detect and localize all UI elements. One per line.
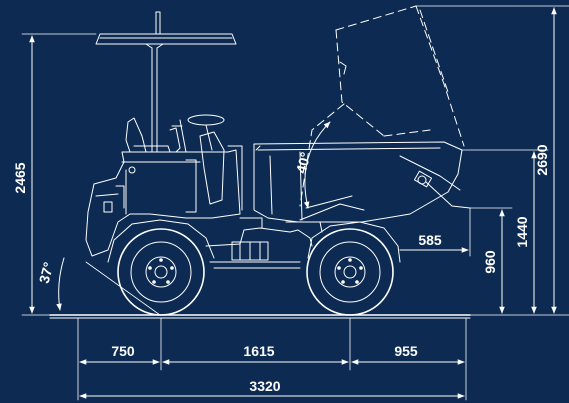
front-wheel-arch bbox=[107, 219, 215, 263]
tip-angle-marker bbox=[303, 121, 331, 209]
approach-angle-marker bbox=[56, 257, 161, 316]
front-overhang-label: 750 bbox=[111, 343, 135, 359]
front-wheel bbox=[117, 228, 205, 316]
overall-height-dimension bbox=[21, 33, 97, 316]
steering-wheel bbox=[187, 114, 225, 205]
operator-seat bbox=[125, 117, 181, 153]
front-body bbox=[85, 119, 243, 257]
discharge-reach-label: 585 bbox=[418, 232, 442, 248]
rear-overhang-label: 955 bbox=[394, 343, 418, 359]
rops-canopy bbox=[95, 11, 237, 153]
length-breakdown-dimension bbox=[77, 317, 467, 401]
chassis bbox=[205, 217, 323, 269]
dumper-vehicle bbox=[85, 5, 471, 316]
approach-angle-label: 37° bbox=[36, 260, 57, 285]
tipping-ram bbox=[305, 195, 353, 209]
discharge-height-dimension bbox=[469, 207, 513, 314]
wheelbase-label: 1615 bbox=[243, 343, 274, 359]
tipped-height-label: 2690 bbox=[534, 144, 550, 175]
skip-height-dimension bbox=[461, 149, 549, 314]
overall-length-label: 3320 bbox=[249, 378, 280, 394]
tip-angle-label: 40° bbox=[293, 150, 314, 175]
overall-height-label: 2465 bbox=[12, 162, 28, 193]
skip-height-label: 1440 bbox=[514, 216, 530, 247]
discharge-reach-dimension bbox=[399, 207, 471, 257]
tipped-height-dimension bbox=[415, 5, 569, 316]
discharge-height-label: 960 bbox=[482, 250, 498, 274]
rear-wheel bbox=[306, 228, 394, 316]
skip-lowered bbox=[253, 141, 471, 223]
